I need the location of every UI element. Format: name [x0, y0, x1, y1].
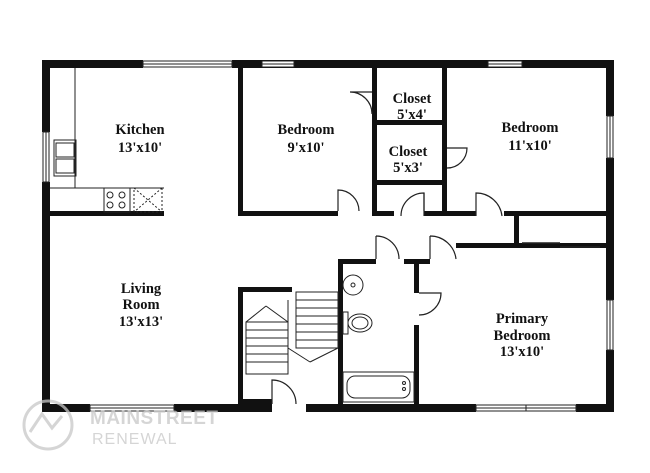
bedroom-2-door: [475, 192, 503, 217]
closet-2-size: 5'x3': [393, 160, 423, 176]
closet-2-bottom-door: [400, 192, 425, 217]
primary-bedroom-name-line2: Bedroom: [494, 328, 551, 344]
watermark-brand-line1: MAINSTREET: [90, 408, 219, 429]
closet-2-name: Closet: [389, 144, 428, 160]
interior-walls: [50, 68, 614, 412]
bath-door: [418, 292, 442, 316]
toilet-tank-icon: [342, 311, 349, 335]
sink-icon: [342, 274, 364, 296]
bathroom-fixtures: [342, 274, 415, 403]
living-room-name-line2: Room: [122, 297, 159, 313]
bedroom-2-name: Bedroom: [502, 120, 559, 136]
closet-1-name: Closet: [393, 91, 432, 107]
bedroom-1-door: [337, 189, 360, 212]
primary-bedroom-name-line1: Primary: [496, 311, 549, 327]
bedroom-2-size: 11'x10': [508, 138, 552, 154]
watermark: MAINSTREET RENEWAL: [22, 399, 219, 451]
closet-1-size: 5'x4': [397, 107, 427, 123]
hall-door-1: [375, 235, 400, 260]
brand-logo-icon: [22, 399, 74, 451]
closet-2-door: [446, 147, 468, 169]
bedroom-1-name: Bedroom: [278, 122, 335, 138]
kitchen-name: Kitchen: [115, 122, 164, 138]
sink-icon: [53, 139, 77, 177]
stair-door: [271, 379, 297, 405]
living-room-name-line1: Living: [121, 281, 162, 297]
primary-bedroom-size: 13'x10': [500, 344, 544, 360]
bedroom-1-size: 9'x10': [287, 140, 324, 156]
toilet-icon: [347, 313, 373, 333]
closet-1-door: [349, 91, 373, 115]
hall-door-2: [429, 235, 457, 260]
doors: [271, 91, 600, 405]
kitchen-size: 13'x10': [118, 140, 162, 156]
living-room-size: 13'x13': [119, 314, 163, 330]
bathtub-icon: [342, 371, 415, 403]
stairs-icon: [245, 291, 339, 375]
kitchen-fixtures: [50, 68, 164, 213]
watermark-brand-line2: RENEWAL: [92, 431, 178, 448]
windows: [42, 60, 614, 412]
room-labels: Kitchen 13'x10' Bedroom 9'x10' Closet 5'…: [115, 91, 558, 360]
fridge-icon: [133, 187, 163, 213]
stove-icon: [103, 187, 131, 213]
